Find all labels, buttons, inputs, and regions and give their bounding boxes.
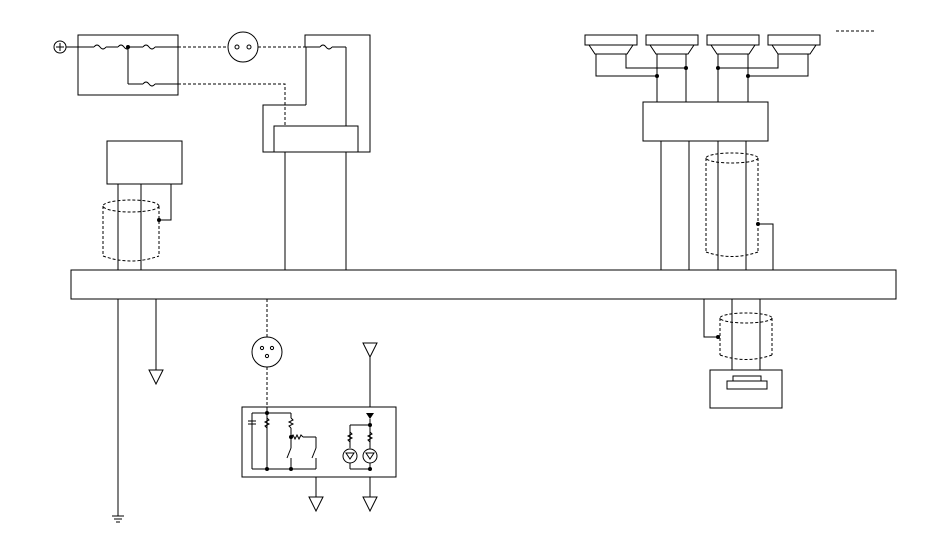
fuse-icon	[93, 44, 107, 50]
connector-box	[709, 369, 783, 409]
fuse-icon	[142, 44, 156, 50]
fuse-block	[77, 34, 179, 96]
led-icon	[362, 448, 378, 464]
lamp-icon	[227, 31, 259, 63]
resistor-icon	[366, 431, 374, 443]
main-harness-bar	[70, 269, 897, 300]
fuse-icon	[319, 44, 333, 50]
speaker-icon	[645, 34, 699, 55]
resistor-icon	[287, 417, 295, 429]
relay-icon	[262, 34, 371, 153]
ground-icon	[362, 496, 378, 513]
amplifier-box	[642, 101, 769, 142]
module-box	[106, 140, 183, 185]
ground-icon	[308, 496, 324, 513]
shielded-cable-icon	[705, 152, 759, 257]
fuse-icon	[142, 81, 156, 87]
speaker-icon	[767, 34, 821, 55]
resistor-icon	[290, 433, 304, 441]
resistor-icon	[346, 431, 354, 443]
led-icon	[342, 448, 358, 464]
switch-icon	[286, 447, 292, 459]
shielded-cable-icon	[102, 199, 160, 262]
antenna-icon	[362, 342, 378, 359]
shielded-cable-icon	[719, 312, 773, 360]
ground-icon	[112, 515, 124, 523]
resistor-icon	[263, 417, 271, 429]
ground-icon	[148, 369, 164, 386]
switch-icon	[311, 447, 317, 459]
switch-module	[241, 406, 397, 478]
speaker-icon	[584, 34, 638, 55]
connector-icon	[251, 336, 283, 368]
battery-positive-icon	[53, 40, 67, 54]
speaker-icon	[706, 34, 760, 55]
